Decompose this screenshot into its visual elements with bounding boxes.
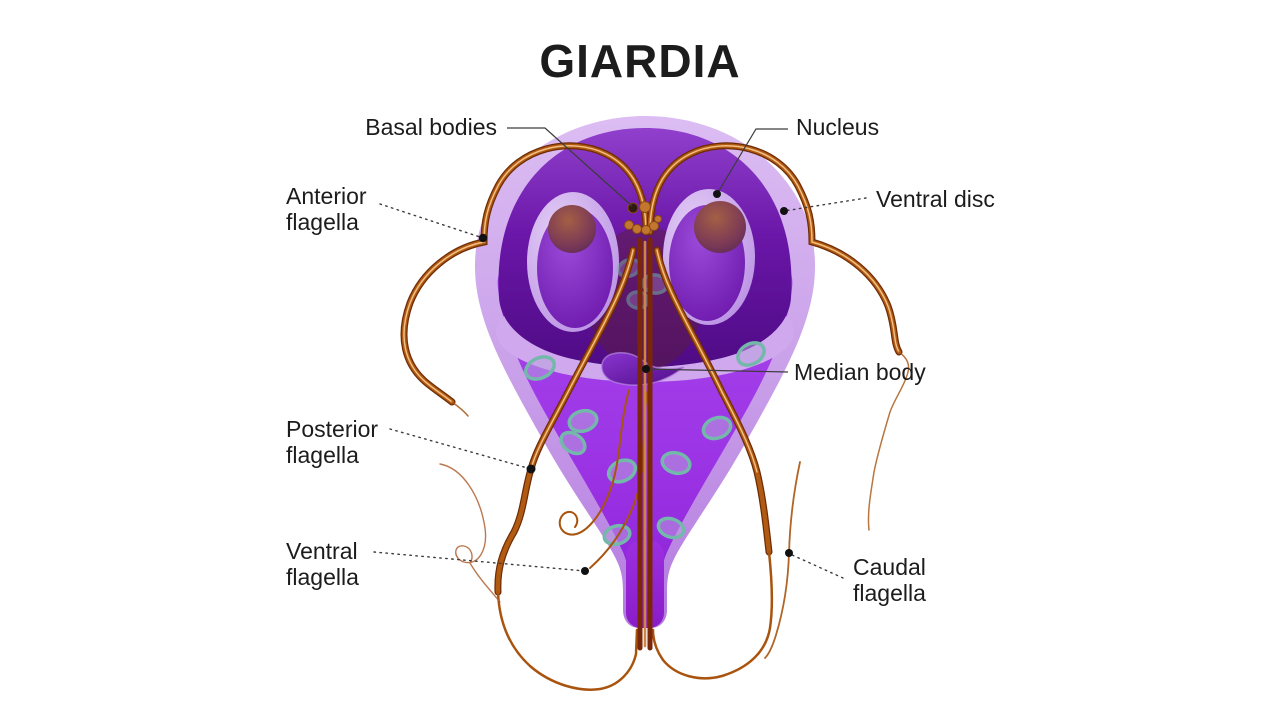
label-text: Ventral disc xyxy=(876,186,995,212)
label-text: Median body xyxy=(794,359,926,385)
nucleus-right-core xyxy=(694,201,746,253)
marker-dot-posterior xyxy=(526,464,536,474)
vesicle xyxy=(736,341,766,367)
leader-anterior-flagella xyxy=(379,203,484,239)
label-text: Caudal xyxy=(853,554,926,580)
label-text: flagella xyxy=(853,580,926,606)
posterior-flagellum-left xyxy=(494,246,639,691)
nucleus-left-core xyxy=(548,205,596,253)
vesicle xyxy=(701,415,733,441)
label-text: Nucleus xyxy=(796,114,880,140)
label-text: flagella xyxy=(286,564,359,590)
basal-body xyxy=(649,221,659,231)
basal-body xyxy=(639,201,651,213)
label-posterior-flagella: Posterior flagella xyxy=(286,416,378,468)
basal-body xyxy=(627,202,639,214)
label-median-body: Median body xyxy=(794,359,926,385)
leader-median-body xyxy=(645,368,789,373)
label-text: Posterior xyxy=(286,416,379,442)
marker-dot-nucleus xyxy=(713,190,721,198)
label-text: flagella xyxy=(286,442,359,468)
anterior-flagellum-right xyxy=(646,142,910,531)
vesicle xyxy=(602,523,632,547)
ventral-flagellum-curl-left xyxy=(439,463,501,603)
leader-caudal-flagella xyxy=(789,553,844,579)
vesicle xyxy=(559,430,587,456)
marker-dot-median-body xyxy=(642,365,650,373)
label-basal-bodies: Basal bodies xyxy=(339,114,497,140)
basal-body xyxy=(624,220,634,230)
label-text: Anterior xyxy=(286,183,367,209)
marker-dot-anterior xyxy=(478,233,488,243)
vesicle xyxy=(567,408,599,434)
diagram-title: GIARDIA xyxy=(539,35,741,87)
vesicle xyxy=(660,450,692,476)
posterior-flagellum-right xyxy=(651,246,774,680)
label-text: flagella xyxy=(286,209,359,235)
label-nucleus: Nucleus xyxy=(796,114,879,140)
leader-ventral-disc xyxy=(783,197,867,212)
vesicle xyxy=(656,516,686,540)
marker-dot-ventral-disc xyxy=(780,207,788,215)
label-ventral-disc: Ventral disc xyxy=(876,186,995,212)
basal-body xyxy=(641,225,651,235)
basal-body xyxy=(632,224,642,234)
leader-dots xyxy=(478,190,793,575)
label-text: Ventral xyxy=(286,538,358,564)
anterior-left-tip xyxy=(451,401,469,417)
caudal-flagellum-thin-right xyxy=(764,461,801,659)
label-caudal-flagella: Caudal flagella xyxy=(853,554,926,606)
leader-nucleus xyxy=(716,128,788,195)
nucleus-right xyxy=(663,189,755,325)
nucleus-left xyxy=(527,192,619,332)
leader-lines xyxy=(373,127,867,579)
marker-dot-caudal xyxy=(785,549,793,557)
label-anterior-flagella: Anterior flagella xyxy=(286,183,367,235)
leader-ventral-flagella xyxy=(373,551,586,572)
flagella xyxy=(400,142,910,691)
leader-posterior-flagella xyxy=(389,428,532,470)
leader-basal-bodies xyxy=(507,127,633,207)
label-ventral-flagella: Ventral flagella xyxy=(286,538,359,590)
marker-dot-ventral-flagella xyxy=(581,567,589,575)
vesicles xyxy=(524,257,766,547)
basal-body xyxy=(654,215,662,223)
anterior-right-tip xyxy=(867,351,910,531)
label-text: Basal bodies xyxy=(365,114,497,140)
caudal-axonemes xyxy=(637,237,653,651)
basal-bodies-cluster xyxy=(624,201,662,235)
vesicle xyxy=(524,355,556,381)
